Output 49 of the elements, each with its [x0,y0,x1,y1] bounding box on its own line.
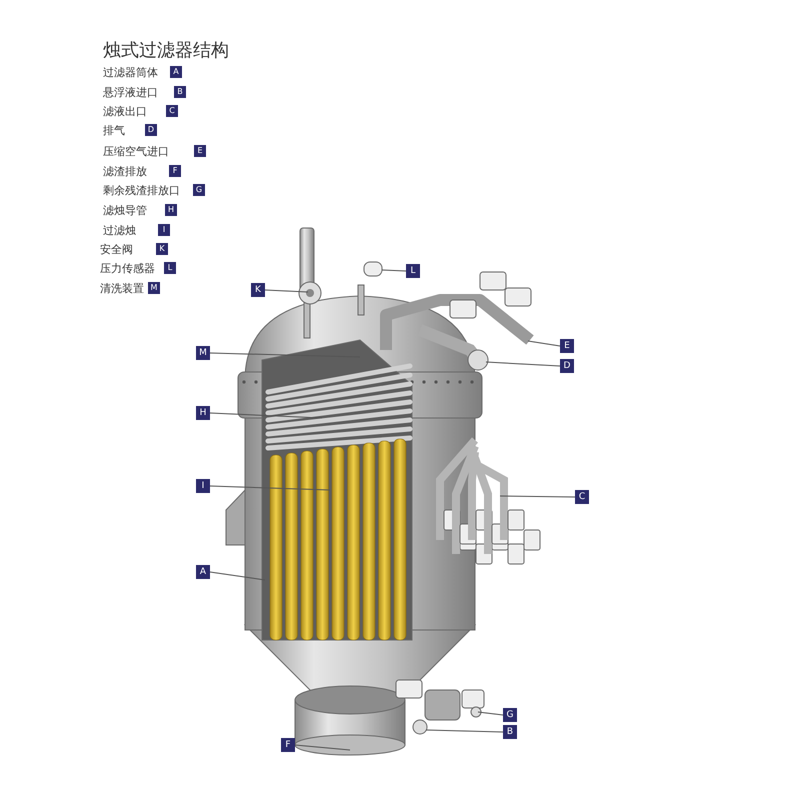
part-name: 滤烛导管 [103,203,147,218]
callout-badge: B [503,725,517,739]
part-name: 安全阀 [100,242,133,257]
callout-letter: F [169,165,181,177]
callout-badge: A [196,565,210,579]
callout-badge: L [406,264,420,278]
callout-badge: H [196,406,210,420]
callout-letter: D [145,124,157,136]
leader-line [264,290,308,292]
callout-letter: G [193,184,205,196]
leader-line [210,572,266,580]
callout-letter: K [156,243,168,255]
part-name: 剩余残渣排放口 [103,183,180,198]
part-name: 过滤烛 [103,223,136,238]
part-name: 悬浮液进口 [103,85,158,100]
part-name: 压缩空气进口 [103,144,169,159]
leader-line [528,340,560,346]
callout-letter: M [148,282,160,294]
part-name: 压力传感器 [100,261,155,276]
title: 烛式过滤器结构 [103,39,229,62]
callout-badge: E [560,339,574,353]
callout-letter: E [194,145,206,157]
leader-line [382,270,406,272]
callout-letter: I [158,224,170,236]
callout-badge: M [196,346,210,360]
part-name: 排气 [103,123,125,138]
leader-line [210,412,322,418]
callout-badge: F [281,738,295,752]
callout-letter: C [166,105,178,117]
leader-line [486,362,560,366]
part-name: 滤渣排放 [103,164,147,179]
part-name: 滤液出口 [103,104,147,119]
callout-letter: A [170,66,182,78]
callout-badge: C [575,490,589,504]
callout-badge: I [196,479,210,493]
leader-line [478,712,504,716]
leader-line [500,496,576,498]
leader-line [426,730,504,732]
callout-letter: L [164,262,176,274]
leader-line [210,486,330,490]
callout-letter: B [174,86,186,98]
callout-badge: K [251,283,265,297]
part-name: 过滤器筒体 [103,65,158,80]
callout-letter: H [165,204,177,216]
leader-line [294,744,350,750]
callout-badge: G [503,708,517,722]
leader-line [210,352,360,358]
callout-badge: D [560,359,574,373]
part-name: 清洗装置 [100,281,144,296]
